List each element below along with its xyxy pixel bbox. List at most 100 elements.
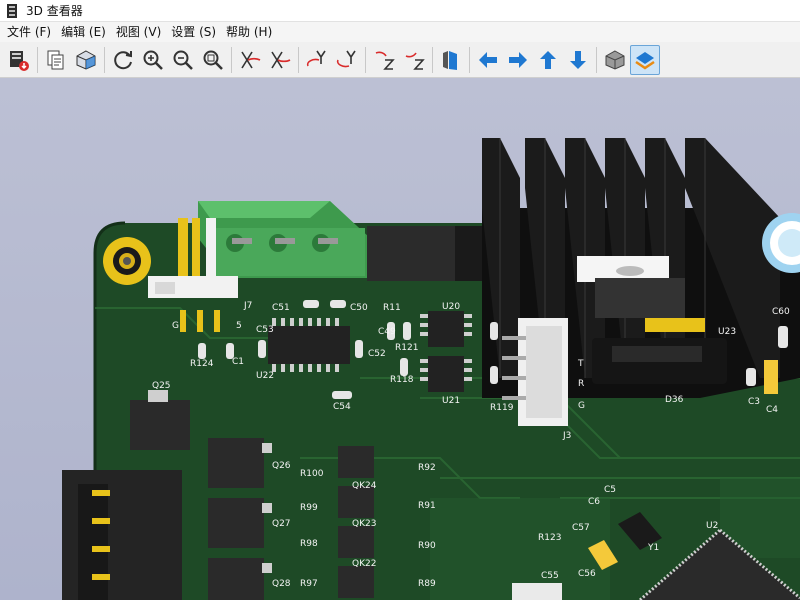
smd-passives [198,300,788,399]
label-d36: D36 [665,395,684,405]
label-r123: R123 [538,533,561,543]
label-c50: C50 [350,303,368,313]
window-title: 3D 查看器 [26,4,83,18]
header-j7 [148,218,238,332]
pan-right-icon [509,51,527,68]
menu-file[interactable]: 文件 (F) [7,25,52,39]
toolbar-separator [37,46,38,73]
to220-regulator [577,256,727,384]
menu-edit[interactable]: 编辑 (E) [61,25,106,39]
label-r11: R11 [383,303,401,313]
3d-viewport[interactable]: J7 C51 C50 C53 U22 C52 C49 R121 R11 U20 … [0,78,800,600]
label-q25: Q25 [152,381,171,391]
app-icon [7,3,17,18]
pcb-edge [93,221,126,600]
raytrace-button[interactable] [71,45,101,75]
crystal-y1 [588,512,662,570]
label-u23: U23 [718,327,736,337]
pan-down-button[interactable] [563,45,593,75]
ic-u20 [420,311,472,347]
label-r100: R100 [300,469,324,479]
zoom-in-button[interactable] [138,45,168,75]
menu-help[interactable]: 帮助 (H) [226,25,273,39]
rotate-x-ccw-button[interactable] [265,45,295,75]
label-c55: C55 [541,571,559,581]
pan-right-button[interactable] [503,45,533,75]
toolbar-separator [298,46,299,73]
label-u20: U20 [442,302,460,312]
flip-board-button[interactable] [436,45,466,75]
label-q27: Q27 [272,519,291,529]
label-c57: C57 [572,523,590,533]
orthographic-icon [605,49,625,70]
label-r119: R119 [490,403,514,413]
rotate-y-ccw-icon [336,50,356,67]
label-j7: J7 [243,301,252,311]
sot23-transistors [338,446,374,598]
rotate-x-ccw-icon [271,51,291,68]
rotate-y-cw-button[interactable] [302,45,332,75]
pin-header-left [62,470,182,600]
rotate-z-ccw-button[interactable] [399,45,429,75]
label-u22: U22 [256,371,274,381]
label-r98: R98 [300,539,318,549]
pan-up-icon [540,50,556,69]
label-q26: Q26 [272,461,291,471]
pan-up-button[interactable] [533,45,563,75]
reload-button[interactable] [108,45,138,75]
label-q28: Q28 [272,579,291,589]
zoom-out-button[interactable] [168,45,198,75]
mounting-hole [103,237,151,285]
export-image-button[interactable] [4,45,34,75]
zoom-fit-button[interactable] [198,45,228,75]
rotate-y-ccw-button[interactable] [332,45,362,75]
label-y1: Y1 [647,543,659,553]
label-r89: R89 [418,579,436,589]
toolbar [0,42,800,78]
rotate-y-cw-icon [306,50,326,66]
menu-view[interactable]: 视图 (V) [115,25,162,39]
zoom-in-icon [143,50,163,70]
rotate-x-cw-button[interactable] [235,45,265,75]
terminal-block-j7 [198,201,370,278]
label-pin-r: R [578,379,584,389]
label-qk24: QK24 [352,481,377,491]
toolbar-separator [469,46,470,73]
label-c54: C54 [333,402,351,412]
label-u2: U2 [706,521,718,531]
label-c49: C49 [378,327,396,337]
pcb-render: J7 C51 C50 C53 U22 C52 C49 R121 R11 U20 … [62,138,800,600]
tact-switch [512,583,562,600]
ic-u21 [420,356,472,392]
label-r99: R99 [300,503,318,513]
toolbar-separator [432,46,433,73]
copy-icon [47,50,64,69]
electrolytic-capacitor [762,213,800,273]
label-r97: R97 [300,579,318,589]
rotate-z-ccw-icon [405,51,425,70]
label-c4: C4 [766,405,778,415]
menu-settings[interactable]: 设置 (S) [171,25,217,39]
pan-left-button[interactable] [473,45,503,75]
layers-button[interactable] [630,44,660,75]
toolbar-separator [231,46,232,73]
export-image-icon [10,50,29,71]
toolbar-separator [104,46,105,73]
label-r90: R90 [418,541,436,551]
pan-down-icon [570,50,586,69]
inductor-block [367,226,485,281]
silkscreen-labels: J7 C51 C50 C53 U22 C52 C49 R121 R11 U20 … [152,301,790,589]
label-c5: C5 [604,485,616,495]
flip-board-icon [443,50,457,70]
ic-u2 [639,528,800,600]
title-bar: 3D 查看器 [0,0,800,22]
label-c3: C3 [748,397,760,407]
copy-button[interactable] [41,45,71,75]
orthographic-button[interactable] [600,45,630,75]
zoom-fit-icon [203,50,223,70]
label-pin-5: 5 [236,321,242,331]
label-c56: C56 [578,569,596,579]
label-pin-t: T [577,359,584,369]
rotate-z-cw-button[interactable] [369,45,399,75]
